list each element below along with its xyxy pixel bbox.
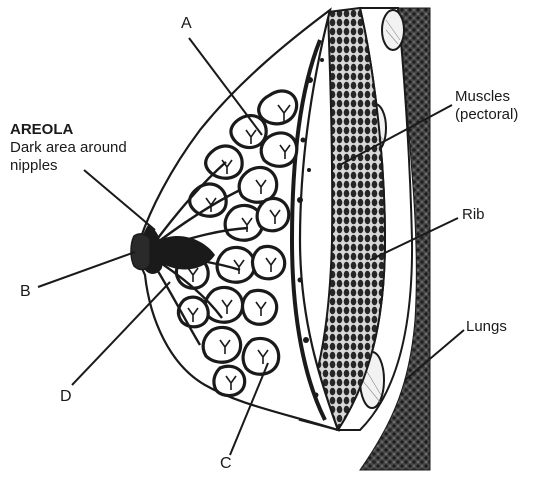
- leader-d: [72, 282, 170, 385]
- label-c: C: [220, 455, 232, 473]
- label-b: B: [20, 283, 31, 301]
- label-a: A: [181, 15, 192, 33]
- label-muscles-2: (pectoral): [455, 106, 518, 124]
- label-areola-desc-1: Dark area around: [10, 139, 127, 157]
- label-d: D: [60, 388, 72, 406]
- leader-areola: [84, 170, 155, 230]
- label-areola-desc-2: nipples: [10, 157, 58, 175]
- leader-b: [38, 252, 135, 287]
- label-areola-title: AREOLA: [10, 121, 73, 139]
- label-rib: Rib: [462, 206, 485, 224]
- label-lungs: Lungs: [466, 318, 507, 336]
- label-muscles-1: Muscles: [455, 88, 510, 106]
